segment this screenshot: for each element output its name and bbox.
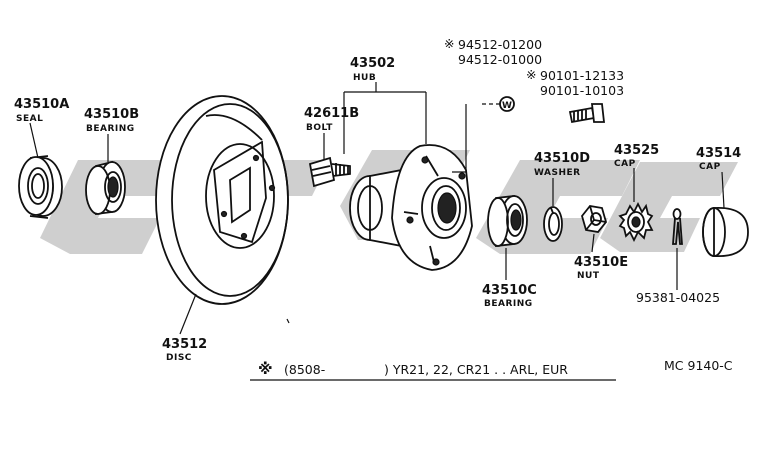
alt-stud-number-b: 94512-01000 [458, 52, 542, 67]
hub-leader [343, 82, 427, 154]
hub-bolt-part [308, 156, 351, 188]
footnote-date: (8508- [284, 362, 325, 377]
alt-stud-number-a: 94512-01200 [458, 37, 542, 52]
castle-cap-part [618, 201, 654, 243]
stray-mark [286, 318, 290, 324]
inner-bearing-part [85, 160, 126, 216]
washer-part-number: 43510D [534, 151, 590, 166]
grease-cap-part-name: CAP [699, 162, 721, 172]
grease-cap-part-number: 43514 [696, 146, 741, 161]
seal-part-name: SEAL [16, 114, 43, 124]
grease-cap-part [702, 207, 749, 257]
alt-washer-letter: W [502, 101, 512, 111]
seal-leader [29, 122, 39, 159]
alt-stud-leader [452, 104, 467, 173]
alt-bolt-part [568, 103, 606, 124]
inner-bearing-part-name: BEARING [86, 124, 135, 134]
axle-hub-part [349, 144, 473, 271]
outer-bearing-part-name: BEARING [484, 299, 533, 309]
castle-cap-part-number: 43525 [614, 143, 659, 158]
nut-part-name: NUT [577, 271, 600, 281]
brake-disc-part [155, 95, 289, 305]
washer-part-name: WASHER [534, 168, 581, 178]
hub-part-name: HUB [353, 73, 376, 83]
disc-part-name: DISC [166, 353, 192, 363]
washer-part [543, 206, 563, 242]
alt-bolt-marker: ※ [526, 67, 536, 82]
seal-part-number: 43510A [14, 97, 69, 112]
diagram-code: MC 9140-C [664, 358, 733, 373]
bolt-part-name: BOLT [306, 123, 333, 133]
hub-part-number: 43502 [350, 56, 395, 71]
outer-bearing-part [487, 194, 528, 248]
alt-stud-marker: ※ [444, 36, 454, 51]
bolt-part-number: 42611B [304, 106, 359, 121]
nut-part [581, 205, 607, 233]
cotter-pin-part [672, 208, 683, 245]
nut-part-number: 43510E [574, 255, 628, 270]
grease-cap-leader [721, 171, 725, 209]
alt-bolt-number-b: 90101-10103 [540, 83, 624, 98]
inner-bearing-part-number: 43510B [84, 107, 139, 122]
outer-bearing-part-number: 43510C [482, 283, 537, 298]
seal-part [18, 155, 63, 219]
nut-leader [591, 233, 595, 253]
footnote-marker: ※ [258, 360, 273, 378]
cotter-pin-part-number: 95381-04025 [636, 290, 720, 305]
footnote-models: ) YR21, 22, CR21 . . ARL, EUR [384, 362, 568, 377]
disc-part-number: 43512 [162, 337, 207, 352]
disc-leader [179, 293, 197, 335]
alt-bolt-number-a: 90101-12133 [540, 68, 624, 83]
castle-cap-part-name: CAP [614, 159, 636, 169]
